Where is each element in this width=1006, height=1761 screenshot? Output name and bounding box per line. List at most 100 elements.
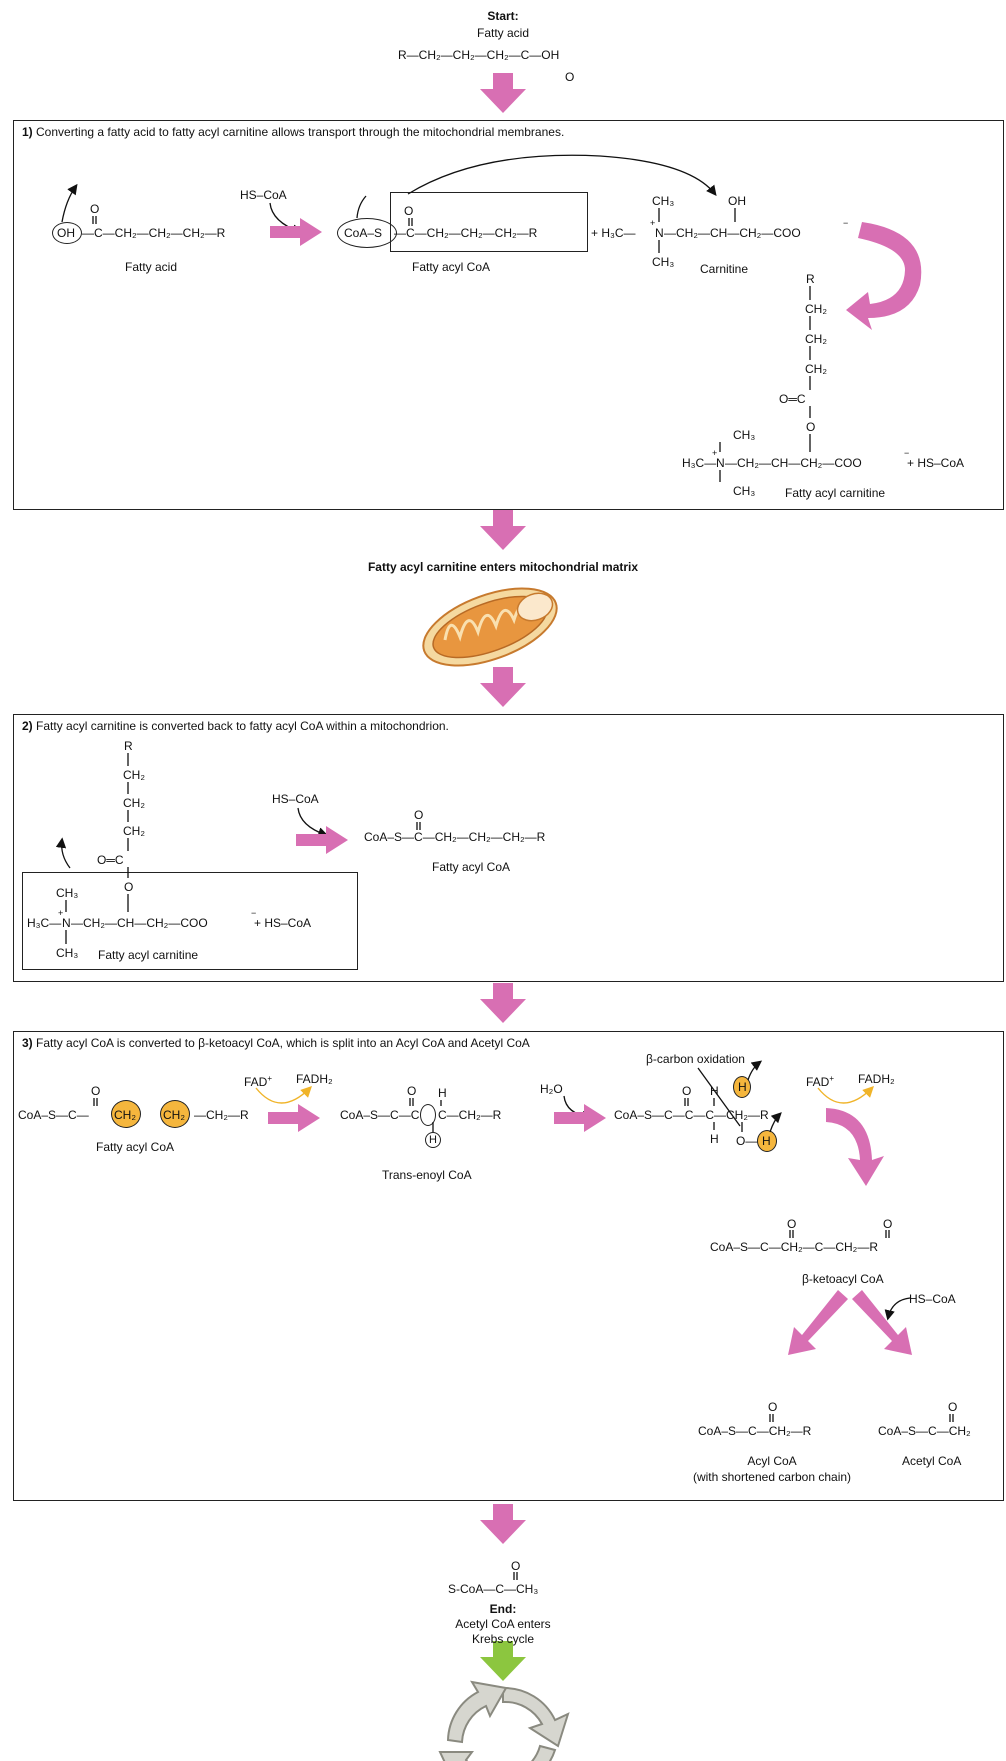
down-arrow-3 [480, 983, 526, 1023]
p3-acetyl-label: Acetyl CoA [902, 1454, 962, 1468]
mitochondrion-icon [422, 587, 558, 667]
p3-keto-o-2: O [883, 1217, 893, 1231]
pink-arrow-split-right [852, 1290, 912, 1355]
p3-beta-ch2: CH₂ [163, 1108, 185, 1122]
oh-circle [52, 222, 82, 244]
pink-curved-arrow-1 [846, 222, 922, 330]
beta-oxidation-label: β-carbon oxidation [646, 1052, 745, 1066]
fac2-ch2-a: CH₂ [123, 768, 145, 782]
fac1-ester-co: O═C [779, 392, 806, 406]
transit-label: Fatty acyl carnitine enters mitochondria… [367, 560, 639, 574]
down-arrow-1 [480, 510, 526, 550]
fac2-ch2-c: CH₂ [123, 824, 145, 838]
fac2-label: Fatty acyl carnitine [98, 948, 199, 962]
fac1-ch2-a: CH₂ [805, 302, 827, 316]
hscoa-reagent-1: HS–CoA [240, 188, 287, 202]
coa-leaving-line [356, 195, 367, 219]
h-leaving-arrow-top [747, 1060, 763, 1081]
fad-yellow-arrow-1 [255, 1086, 312, 1104]
fac2-ester-co: O═C [97, 853, 124, 867]
pink-arrow-split-left [788, 1290, 848, 1355]
p3-acyl-double-bond [769, 1414, 774, 1422]
acyl-group-box [390, 192, 588, 252]
pink-arrow-3b [554, 1104, 606, 1132]
fad-1: FAD+ [244, 1074, 273, 1089]
carnitine-label: Carnitine [700, 262, 749, 276]
p3-hyd-o-bottom: O— [736, 1134, 758, 1148]
carnitine-box [22, 872, 358, 970]
panel-3-title: 3) Fatty acyl CoA is converted to β-keto… [22, 1036, 530, 1050]
facoa-double-bond [408, 218, 413, 226]
end-formula-o: O [511, 1559, 521, 1573]
facoa-coas: CoA–S [344, 226, 383, 240]
panel-step-1: 1) Converting a fatty acid to fatty acyl… [13, 120, 1004, 510]
fac2-tail: + HS–CoA [254, 916, 312, 930]
hscoa-curved-arrow-2 [297, 807, 329, 838]
fac1-ch2-b: CH₂ [805, 332, 827, 346]
enoyl-h-circle [425, 1132, 441, 1148]
p3-acetyl: CoA–S—C—CH₂ [878, 1424, 971, 1438]
p3-acyl: CoA–S—C—CH₂—R [698, 1424, 812, 1438]
fatty-acid-oh: OH [57, 226, 75, 240]
step2-product: CoA–S—C—CH₂—CH₂—CH₂—R [364, 830, 546, 844]
fac1-r: R [806, 272, 815, 286]
p3-hyd-h-b: H [710, 1132, 719, 1146]
carnitine-oh: OH [728, 194, 746, 208]
end-formula: S-CoA—C—CH₃ [448, 1582, 539, 1596]
fa-double-bond [92, 216, 97, 224]
p3-hyd-h-top: H [738, 1080, 747, 1094]
start-label: Start: [487, 9, 519, 23]
p3-facoa-double-bond [93, 1098, 98, 1106]
p3-enoyl-tail: C—CH₂—R [438, 1108, 502, 1122]
fac1-ch3-bottom: CH₃ [733, 484, 756, 498]
step2-product-label: Fatty acyl CoA [432, 860, 511, 874]
end-line-1: Acetyl CoA enters [455, 1617, 551, 1631]
p3-enoyl: CoA–S—C—C [340, 1108, 420, 1122]
end-label: End: [489, 1602, 517, 1616]
pink-arrow-2 [296, 826, 348, 854]
carnitine-chain: —CH₂—CH—CH₂—COO [664, 226, 801, 240]
p3-hyd-double-bond [684, 1098, 689, 1106]
green-down-arrow [480, 1641, 526, 1681]
carnitine-left: + H₃C— [591, 226, 636, 240]
p3-enoyl-o: O [407, 1084, 417, 1098]
p3-enoyl-h-top: H [438, 1086, 447, 1100]
p3-enoyl-label: Trans-enoyl CoA [382, 1168, 472, 1182]
p3-facoa-tail: —CH₂—R [194, 1108, 249, 1122]
start-fatty-acid-formula: R—CH₂—CH₂—CH₂—C—OH [398, 48, 560, 62]
p3-enoyl-double-bond [409, 1098, 414, 1106]
fac2-chain: —CH₂—CH—CH₂—COO [71, 916, 208, 930]
p3-facoa: CoA–S—C— [18, 1108, 89, 1122]
fac2-n: N [62, 916, 71, 930]
pink-arrow-3a [268, 1104, 320, 1132]
double-bond-circle [420, 1104, 436, 1126]
carnitine-ch3-bottom: CH₃ [652, 255, 675, 269]
fac1-tail: + HS–CoA [907, 456, 965, 470]
pink-curved-arrow-3 [826, 1108, 884, 1186]
hscoa-reagent-3: HS–CoA [909, 1292, 956, 1306]
fac1-ester-o: O [806, 420, 816, 434]
fatty-acid-chain: —C—CH₂—CH₂—CH₂—R [82, 226, 226, 240]
fac2-ester-o: O [124, 880, 134, 894]
hscoa-curved-arrow-3 [884, 1297, 911, 1321]
p3-enoyl-h-bottom: H [429, 1134, 437, 1146]
p3-acyl-label: Acyl CoA [747, 1454, 797, 1468]
carnitine-ch3-top: CH₃ [652, 194, 675, 208]
p3-facoa-o: O [91, 1084, 101, 1098]
start-carbonyl-oxygen: O [565, 70, 575, 84]
fac1-coo-charge: − [904, 448, 910, 458]
fac1-chain: —CH₂—CH—CH₂—COO [725, 456, 862, 470]
fac2-ch3-bottom: CH₃ [56, 946, 79, 960]
p3-hyd-o: O [682, 1084, 692, 1098]
facoa-chain: —C—CH₂—CH₂—CH₂—R [394, 226, 538, 240]
p3-acyl-o: O [768, 1400, 778, 1414]
p3-acyl-sub: (with shortened carbon chain) [692, 1470, 852, 1484]
start-subtitle: Fatty acid [476, 26, 530, 40]
p3-keto-o-1: O [787, 1217, 797, 1231]
end-line-2: Krebs cycle [471, 1632, 535, 1646]
fatty-acid-carbonyl-o: O [90, 202, 100, 216]
highlight-beta-ch2 [160, 1100, 190, 1128]
